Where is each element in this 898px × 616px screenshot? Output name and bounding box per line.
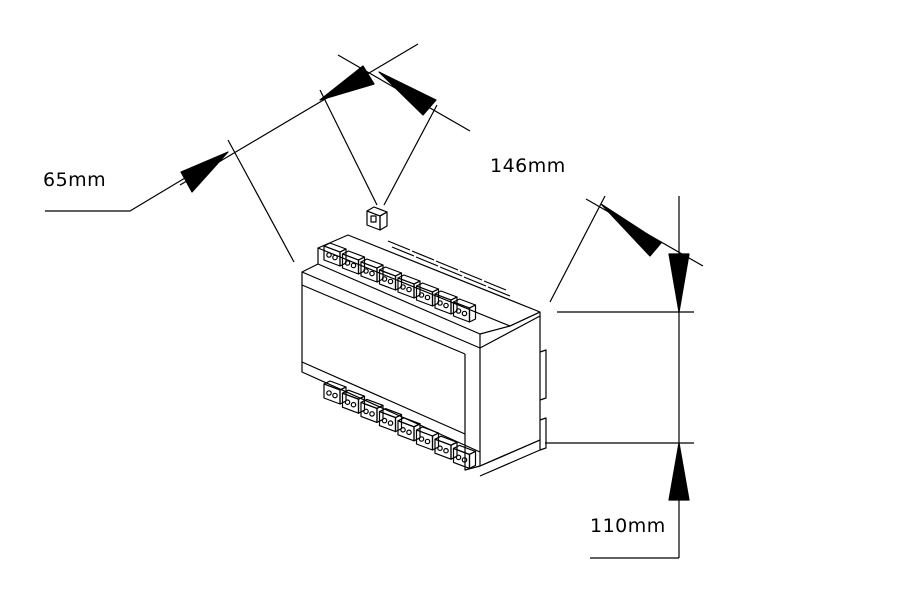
- bottom-terminal-row: [324, 381, 476, 468]
- top-terminal-2: [343, 251, 365, 274]
- screw-hole-icon: [332, 392, 338, 399]
- depth-leader-line: [45, 178, 185, 211]
- screw-hole-icon: [443, 302, 449, 309]
- din-rail-slot: [540, 418, 546, 450]
- led-slot-2: [412, 251, 434, 260]
- top-terminal-8: [454, 299, 476, 322]
- led-slot-8: [440, 267, 462, 276]
- depth-extension-line-right: [320, 90, 377, 205]
- connector-side: [380, 212, 387, 230]
- terminal-side: [414, 281, 420, 298]
- width-extension-line-right: [550, 196, 605, 302]
- screw-hole-icon: [461, 457, 468, 463]
- screw-hole-icon: [369, 411, 375, 417]
- led-slot-5: [484, 281, 506, 290]
- bottom-terminal-2: [343, 390, 365, 413]
- module-housing: [302, 207, 546, 476]
- upper-shoulder-right: [480, 312, 540, 334]
- bottom-base: [465, 452, 480, 470]
- screw-hole-icon: [424, 294, 431, 301]
- bottom-terminal-5: [398, 418, 420, 441]
- screw-hole-icon: [344, 260, 351, 266]
- top-terminal-6: [417, 283, 439, 306]
- height-arrow-bottom: [669, 443, 689, 500]
- connector-front: [367, 211, 380, 230]
- screw-hole-icon: [326, 390, 332, 396]
- terminal-side: [470, 305, 476, 322]
- depth-dimension: [45, 44, 418, 262]
- front-face-ledge: [302, 285, 465, 354]
- terminal-side: [377, 265, 383, 282]
- screw-hole-icon: [455, 308, 462, 314]
- screw-hole-icon: [326, 252, 332, 258]
- top-terminal-4: [380, 267, 402, 290]
- height-dimension: [545, 196, 694, 558]
- screw-hole-icon: [455, 454, 462, 461]
- terminal-side: [340, 249, 346, 266]
- terminal-side: [433, 289, 439, 306]
- top-terminal-7: [435, 291, 457, 314]
- height-arrow-top: [669, 254, 689, 312]
- terminal-side: [451, 297, 457, 314]
- led-slot-4: [460, 271, 482, 280]
- screw-hole-icon: [369, 270, 375, 277]
- screw-hole-icon: [381, 276, 388, 282]
- top-terminal-3: [361, 259, 383, 282]
- bottom-base-right: [480, 440, 540, 476]
- led-slot-6: [392, 247, 414, 256]
- screw-hole-icon: [387, 420, 394, 426]
- bottom-terminal-8: [454, 445, 476, 468]
- screw-hole-icon: [363, 408, 369, 415]
- front-face-bottom-ledge: [302, 362, 465, 434]
- height-dimension-label: 110mm: [590, 515, 666, 537]
- screw-hole-icon: [400, 284, 406, 290]
- depth-arrow-right: [320, 66, 374, 100]
- screw-hole-icon: [424, 438, 431, 445]
- screw-hole-icon: [332, 254, 338, 261]
- din-clip: [540, 350, 546, 400]
- terminal-side: [396, 273, 402, 290]
- screw-hole-icon: [400, 426, 406, 433]
- width-dimension-label: 146mm: [490, 155, 566, 177]
- top-connector-block: [367, 207, 387, 230]
- terminal-side: [359, 257, 365, 274]
- depth-extension-line-left: [228, 140, 294, 262]
- screw-hole-icon: [437, 445, 443, 452]
- led-slot-10: [488, 287, 510, 296]
- screw-hole-icon: [344, 399, 351, 406]
- upper-shoulder-front: [318, 264, 480, 348]
- screw-hole-icon: [418, 292, 425, 298]
- led-slot-7: [416, 257, 438, 266]
- led-slot-3: [436, 261, 458, 270]
- screw-hole-icon: [443, 447, 449, 454]
- screw-hole-icon: [437, 300, 443, 306]
- width-dimension: [338, 55, 703, 302]
- width-arrow-top-right: [601, 204, 661, 256]
- screw-hole-icon: [350, 262, 357, 269]
- width-extension-line-left: [384, 105, 437, 205]
- led-slot-1: [388, 241, 410, 250]
- upper-shoulder: [302, 248, 318, 272]
- screw-hole-icon: [461, 310, 468, 317]
- screw-hole-icon: [363, 268, 369, 274]
- top-terminal-row: [324, 243, 476, 322]
- top-terminal-5: [398, 275, 420, 298]
- screw-hole-icon: [387, 278, 394, 285]
- top-terminal-1: [324, 243, 346, 266]
- screw-hole-icon: [350, 401, 357, 408]
- screw-hole-icon: [418, 436, 425, 442]
- screw-hole-icon: [406, 429, 412, 436]
- depth-arrow-left: [181, 152, 228, 192]
- led-slot-9: [464, 277, 486, 286]
- width-arrow-top-left: [379, 72, 436, 115]
- screw-hole-icon: [381, 417, 388, 424]
- depth-dimension-label: 65mm: [43, 169, 107, 191]
- terminal-side: [470, 451, 476, 468]
- connector-hole: [371, 216, 376, 222]
- screw-hole-icon: [406, 286, 412, 293]
